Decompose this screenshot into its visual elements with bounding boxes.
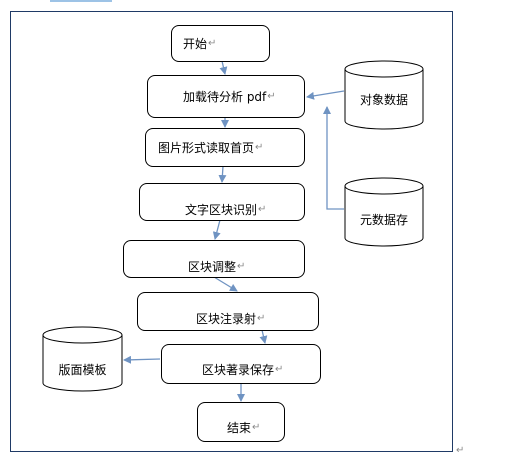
cylinder-shape: [344, 60, 424, 130]
node-end-label: 结束: [227, 420, 252, 435]
store-layout-template-label: 版面模板: [58, 363, 107, 377]
paragraph-mark: ↵: [257, 313, 266, 324]
line-metadata-to-load: [323, 106, 344, 210]
arrow-adjust-to-annotate: [213, 276, 238, 292]
store-object-data: 对象数据: [344, 60, 424, 130]
arrow-save-to-template: [123, 355, 161, 364]
arrow-read-to-recognize: [218, 165, 227, 183]
arrow-start-to-load: [219, 60, 228, 75]
node-start-label: 开始: [183, 37, 208, 51]
node-block-save: 区块著录保存↵: [161, 344, 321, 384]
diagram-frame: [10, 11, 453, 452]
node-block-adjust: 区块调整↵: [123, 240, 305, 278]
paragraph-mark: ↵: [456, 445, 465, 456]
paragraph-mark: ↵: [237, 260, 246, 272]
arrow-recognize-to-adjust: [212, 219, 221, 240]
arrow-annotate-to-save: [259, 329, 268, 344]
node-block-adjust-label: 区块调整: [188, 259, 237, 274]
paragraph-mark: ↵: [258, 203, 267, 215]
node-text-block-recognition-label: 文字区块识别: [185, 202, 258, 217]
node-block-save-label: 区块著录保存: [202, 362, 275, 377]
paragraph-mark: ↵: [275, 363, 284, 375]
store-metadata-label: 元数据存: [359, 213, 408, 227]
node-read-first-page: 图片形式读取首页↵: [145, 128, 305, 167]
node-text-block-recognition: 文字区块识别↵: [139, 183, 305, 221]
paragraph-mark: ↵: [252, 421, 261, 433]
node-start: 开始↵: [171, 25, 270, 62]
cylinder-shape: [344, 177, 424, 247]
node-block-annotate-label: 区块注录射: [196, 312, 257, 326]
node-block-annotate: 区块注录射↵: [137, 292, 319, 331]
node-load-pdf: 加载待分析 pdf↵: [147, 75, 305, 118]
store-layout-template: 版面模板: [42, 326, 123, 392]
paragraph-mark: ↵: [255, 142, 264, 153]
top-accent-bar: [50, 0, 112, 2]
node-end: 结束↵: [197, 402, 285, 442]
store-metadata: 元数据存: [344, 177, 424, 247]
paragraph-mark: ↵: [208, 38, 217, 49]
cylinder-shape: [42, 326, 123, 392]
node-load-pdf-label: 加载待分析 pdf: [183, 90, 267, 104]
node-read-first-page-label: 图片形式读取首页: [158, 141, 255, 155]
store-object-data-label: 对象数据: [359, 93, 408, 107]
arrow-object-data-to-load: [306, 90, 345, 100]
paragraph-mark: ↵: [267, 91, 276, 102]
